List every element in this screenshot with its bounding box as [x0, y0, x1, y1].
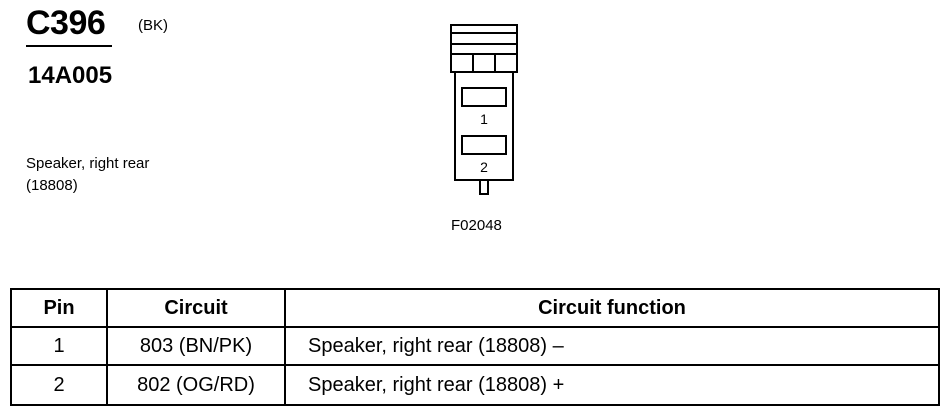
pin-cavity-1: [461, 87, 507, 107]
connector-color: (BK): [138, 17, 168, 34]
connector-id: C396: [26, 4, 106, 42]
pin-label-1: 1: [480, 111, 488, 127]
connector-face-drawing: 1 2: [450, 24, 518, 195]
cell-pin: 1: [10, 326, 108, 366]
connector-tab: [479, 179, 489, 195]
connector-id-underline: [26, 45, 112, 47]
cell-circuit: 802 (OG/RD): [106, 364, 286, 406]
cell-circuit: 803 (BN/PK): [106, 326, 286, 366]
pin-table: Pin Circuit Circuit function 1 803 (BN/P…: [10, 288, 940, 406]
header-circuit: Circuit: [106, 288, 286, 328]
part-number: 14A005: [28, 62, 113, 89]
component-name-line-1: Speaker, right rear: [26, 155, 150, 172]
table-row: 2 802 (OG/RD) Speaker, right rear (18808…: [10, 364, 940, 406]
pin-cavity-2: [461, 135, 507, 155]
cell-circuit-function: Speaker, right rear (18808) –: [284, 326, 940, 366]
cell-circuit-function: Speaker, right rear (18808) +: [284, 364, 940, 406]
figure-id: F02048: [451, 217, 502, 234]
table-header-row: Pin Circuit Circuit function: [10, 288, 940, 328]
header-circuit-function: Circuit function: [284, 288, 940, 328]
cell-pin: 2: [10, 364, 108, 406]
header-pin: Pin: [10, 288, 108, 328]
component-name: Speaker, right rear (18808): [26, 153, 149, 197]
pin-label-2: 2: [480, 159, 488, 175]
component-name-line-2: (18808): [26, 177, 78, 194]
table-row: 1 803 (BN/PK) Speaker, right rear (18808…: [10, 326, 940, 366]
